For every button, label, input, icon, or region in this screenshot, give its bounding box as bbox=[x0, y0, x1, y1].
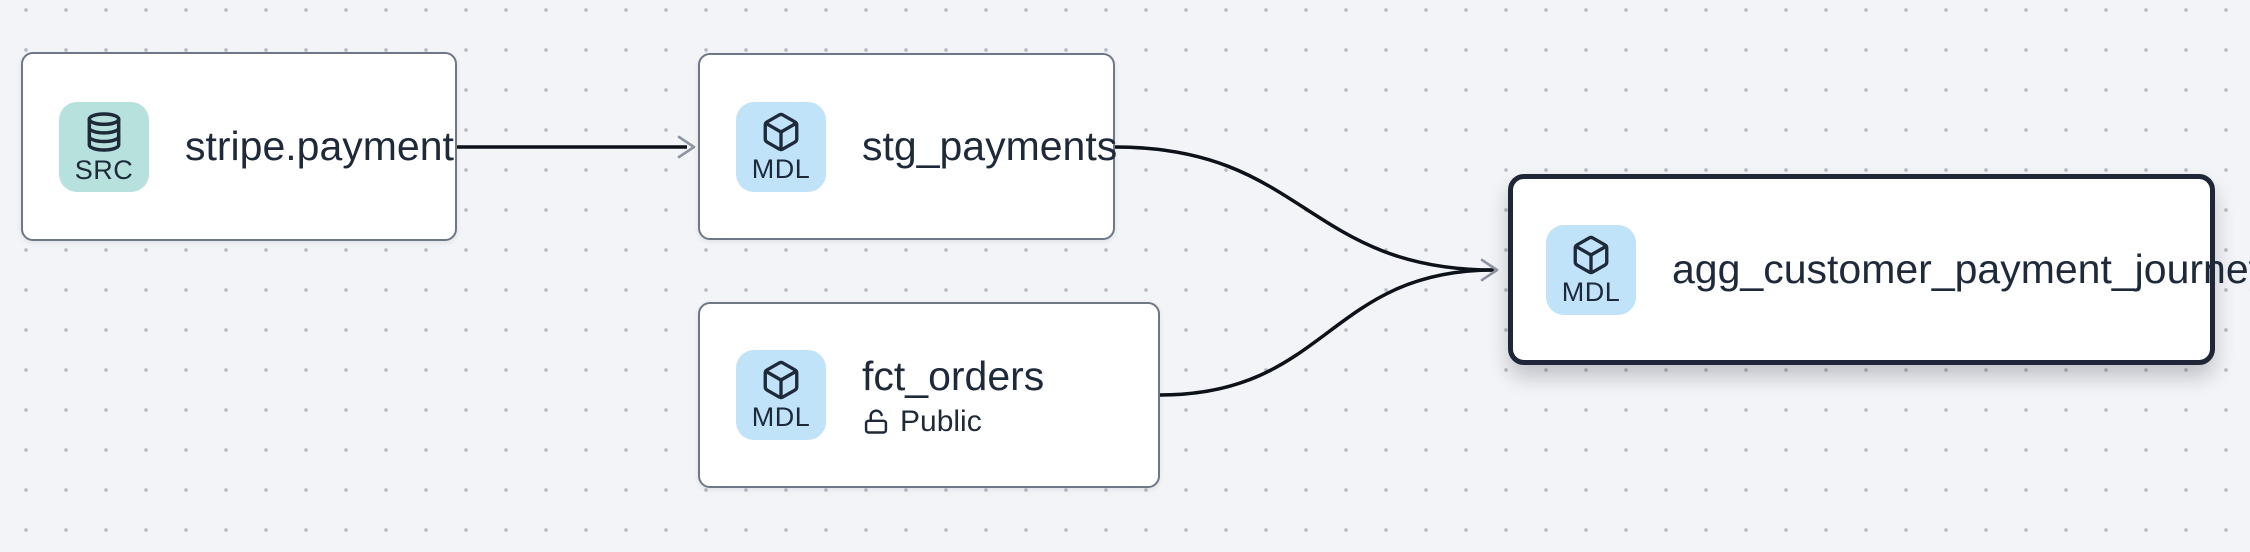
edge-fct-to-agg bbox=[1159, 268, 1495, 397]
edge-stg-to-agg bbox=[1114, 145, 1495, 272]
arrowhead-icon bbox=[1480, 258, 1499, 282]
node-title: agg_customer_payment_journey bbox=[1672, 245, 2250, 292]
arrowhead-icon bbox=[677, 135, 696, 159]
node-title: stripe.payment bbox=[185, 122, 454, 169]
model-type-badge: MDL bbox=[736, 101, 826, 192]
node-title: fct_orders bbox=[862, 353, 1045, 400]
node-stripe-payment[interactable]: SRC stripe.payment bbox=[21, 52, 457, 241]
box-icon bbox=[1573, 235, 1609, 274]
node-stg-payments[interactable]: MDL stg_payments bbox=[698, 53, 1118, 240]
lock-open-icon bbox=[864, 408, 888, 434]
node-agg-customer-payment-journey[interactable]: MDL agg_customer_payment_journey bbox=[1508, 174, 2250, 365]
access-row: Public bbox=[862, 404, 1044, 438]
badge-label: SRC bbox=[74, 154, 134, 185]
model-type-badge: MDL bbox=[736, 350, 826, 440]
badge-label: MDL bbox=[751, 402, 811, 432]
node-title: stg_payments bbox=[862, 122, 1118, 169]
node-fct-orders[interactable]: MDL fct_orders Public bbox=[698, 302, 1160, 488]
box-icon bbox=[763, 360, 799, 400]
badge-label: MDL bbox=[751, 153, 811, 184]
source-type-badge: SRC bbox=[59, 101, 149, 192]
access-label: Public bbox=[900, 404, 982, 438]
badge-label: MDL bbox=[1561, 276, 1621, 307]
model-type-badge: MDL bbox=[1546, 224, 1636, 315]
database-icon bbox=[87, 111, 121, 152]
box-icon bbox=[763, 112, 799, 151]
